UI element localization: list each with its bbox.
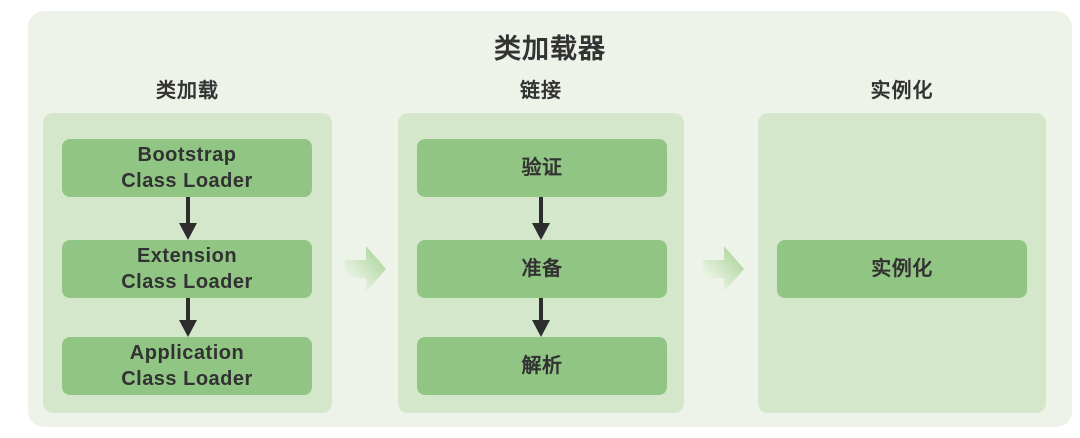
column-header-class-loading: 类加载	[156, 80, 219, 102]
column-header-linking: 链接	[520, 80, 562, 102]
node-verification: 验证	[417, 139, 667, 197]
down-arrow-icon	[532, 298, 550, 337]
node-preparation: 准备	[417, 240, 667, 298]
right-arrow-icon	[703, 246, 744, 292]
panel-class-loading: Bootstrap Class Loader Extension Class L…	[43, 113, 332, 413]
class-loader-diagram-card: 类加载器 类加载 链接 实例化 Bootstrap Class Loader E…	[28, 11, 1072, 427]
down-arrow-icon	[178, 197, 197, 240]
node-application-class-loader: Application Class Loader	[62, 337, 312, 395]
panel-linking: 验证 准备 解析	[398, 113, 684, 413]
right-arrow-icon	[345, 246, 386, 292]
down-arrow-icon	[178, 298, 197, 337]
panel-instantiation: 实例化	[758, 113, 1046, 413]
column-header-instantiation: 实例化	[870, 80, 934, 102]
node-resolution: 解析	[417, 337, 667, 395]
node-bootstrap-class-loader: Bootstrap Class Loader	[62, 139, 312, 197]
down-arrow-icon	[532, 197, 550, 240]
node-instantiation: 实例化	[777, 240, 1027, 298]
diagram-title: 类加载器	[494, 34, 606, 64]
node-extension-class-loader: Extension Class Loader	[62, 240, 312, 298]
